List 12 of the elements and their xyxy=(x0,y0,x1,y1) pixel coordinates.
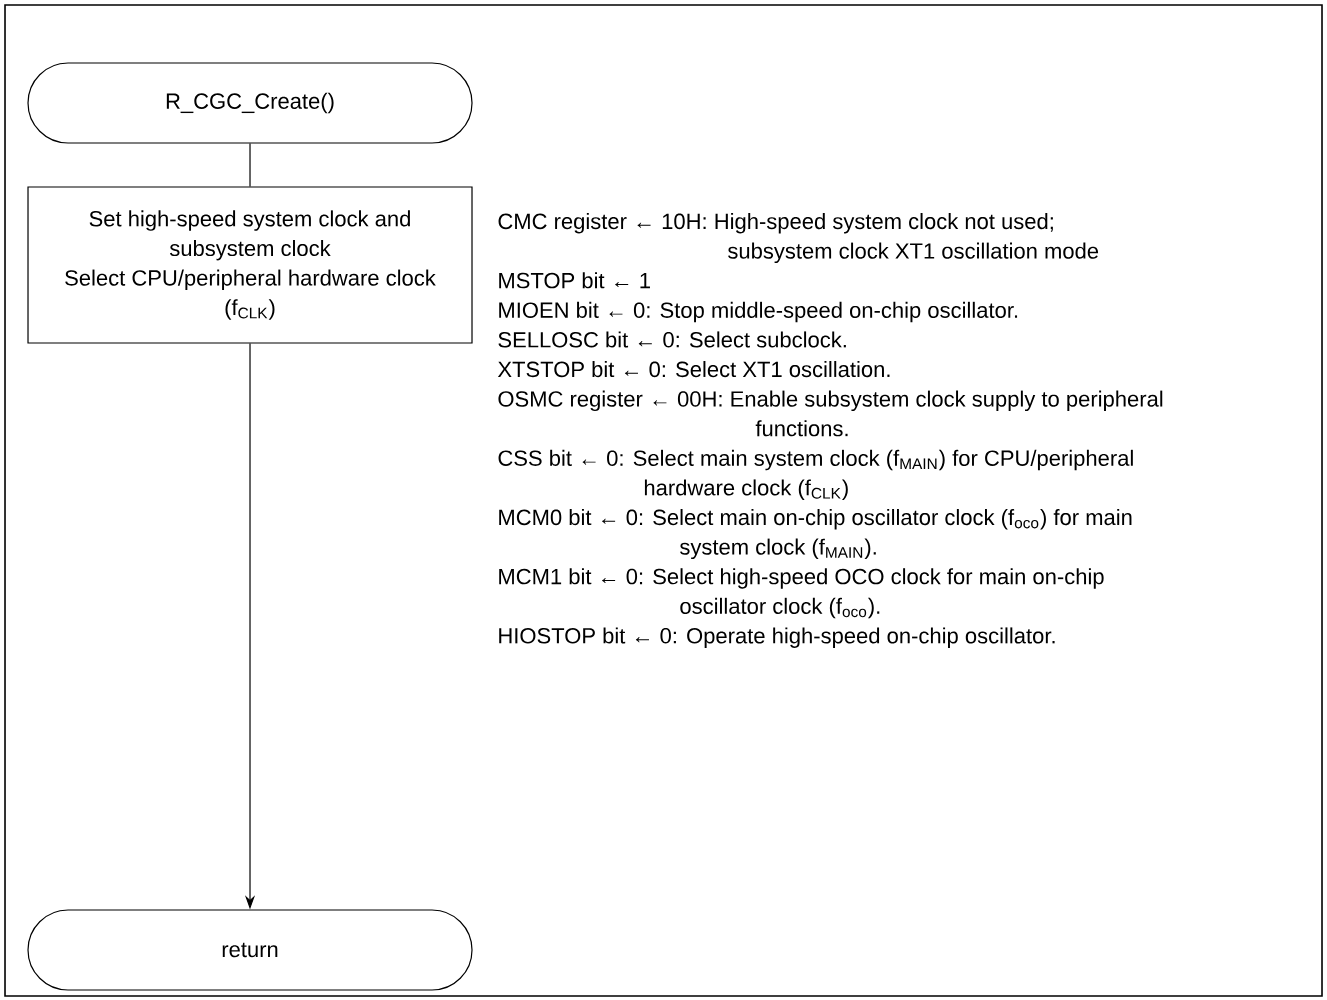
annotation-text: MIOEN bit ← 0: Stop middle-speed on-chip oscillator. xyxy=(499,301,1018,323)
annotation-text: OSMC register ← 00H: Enable subsystem clock supply to peripheral functions. xyxy=(498,390,1163,437)
annotation-text: MCM1 bit ← 0: Select high-speed OCO clock for main on-chip oscillator clock (f$_{oco}$). xyxy=(499,568,1104,619)
annotation-text: MCM0 bit ← 0: Select main on-chip oscillator clock (f$_{oco}$) for main system clock (f$_{MAIN}$). xyxy=(499,509,1132,560)
annotation-text: CSS bit ← 0: Select main system clock (f$_{MAIN}$) for CPU/peripheral hardware clock (f$_{CLK}$) xyxy=(498,449,1133,500)
annotation-text: CMC register ← 10H: High-speed system clock not used; subsystem clock XT1 oscillation mode xyxy=(498,213,1099,264)
annotation-text: MSTOP bit ← 1 xyxy=(499,272,650,289)
annotation-text: SELLOSC bit ← 0: Select subclock. xyxy=(498,331,846,348)
annotation-text: HIOSTOP bit ← 0: Operate high-speed on-chip oscillator. xyxy=(499,627,1055,648)
connector-line xyxy=(249,143,251,187)
annotation-text: XTSTOP bit ← 0: Select XT1 oscillation. xyxy=(497,361,890,378)
process-box: Set high-speed system clock and subsystem clock Select CPU/peripheral hardware clock (f$_{CLK}$) xyxy=(27,186,473,344)
